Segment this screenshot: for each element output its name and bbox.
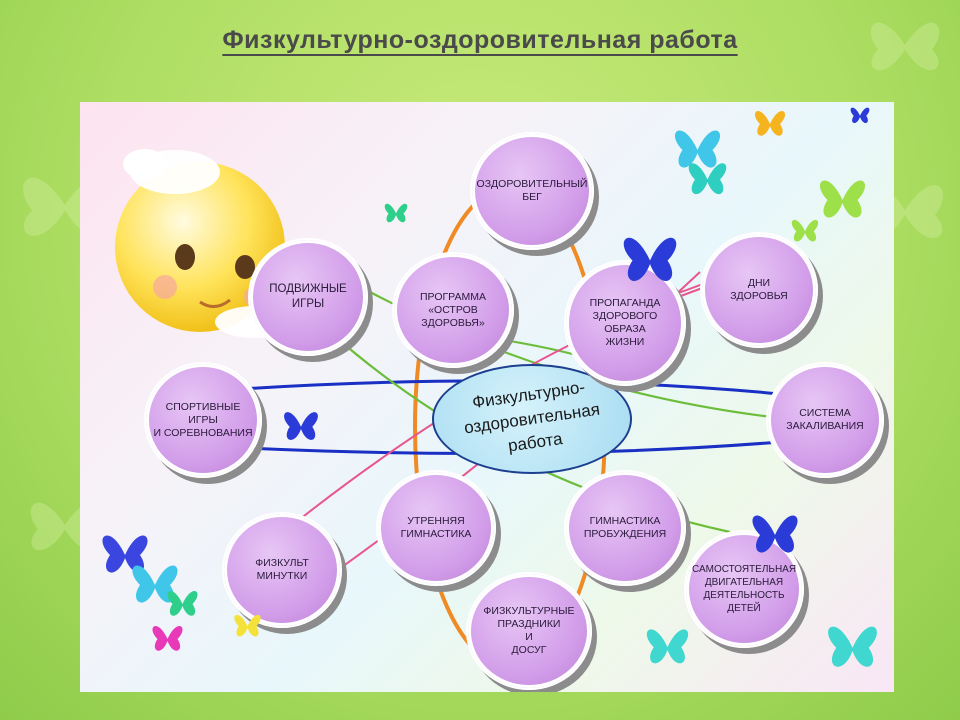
butterfly-icon: [132, 565, 178, 603]
butterfly-icon: [754, 110, 786, 136]
node-label: ФИЗКУЛЬТ МИНУТКИ: [255, 557, 309, 582]
node-label: САМОСТОЯТЕЛЬНАЯ ДВИГАТЕЛЬНАЯ ДЕЯТЕЛЬНОСТ…: [691, 564, 797, 614]
node-label: ФИЗКУЛЬТУРНЫЕ ПРАЗДНИКИ И ДОСУГ: [483, 605, 575, 656]
node-propaganda: ПРОПАГАНДА ЗДОРОВОГО ОБРАЗА ЖИЗНИ: [564, 260, 686, 386]
butterfly-icon: [688, 163, 727, 195]
butterfly-icon: [674, 130, 721, 168]
background-butterfly-icon: [870, 22, 940, 71]
node-label: ПРОПАГАНДА ЗДОРОВОГО ОБРАЗА ЖИЗНИ: [589, 297, 661, 348]
node-label: ОЗДОРОВИТЕЛЬНЫЙ БЕГ: [476, 178, 588, 203]
node-label: СПОРТИВНЫЕ ИГРЫ И СОРЕВНОВАНИЯ: [153, 400, 253, 439]
center-node: Физкультурно-оздоровительная работа: [432, 364, 632, 474]
butterfly-icon: [234, 614, 261, 637]
butterfly-icon: [102, 535, 148, 573]
node-sistema-zakalivaniya: СИСТЕМА ЗАКАЛИВАНИЯ: [766, 362, 884, 478]
node-podvizhnye-igry: ПОДВИЖНЫЕ ИГРЫ: [248, 238, 368, 356]
node-label: СИСТЕМА ЗАКАЛИВАНИЯ: [786, 407, 864, 432]
node-label: ДНИ ЗДОРОВЬЯ: [730, 277, 788, 302]
node-label: ПОДВИЖНЫЕ ИГРЫ: [269, 283, 347, 310]
node-dni-zdorovya: ДНИ ЗДОРОВЬЯ: [700, 232, 818, 348]
node-programma: ПРОГРАММА «ОСТРОВ ЗДОРОВЬЯ»: [392, 252, 514, 368]
node-gimnastika-probuzhdeniya: ГИМНАСТИКА ПРОБУЖДЕНИЯ: [564, 470, 686, 586]
node-label: ГИМНАСТИКА ПРОБУЖДЕНИЯ: [583, 515, 667, 540]
butterfly-icon: [850, 107, 870, 124]
node-label: ПРОГРАММА «ОСТРОВ ЗДОРОВЬЯ»: [420, 290, 486, 329]
node-ozdorovitelny-beg: ОЗДОРОВИТЕЛЬНЫЙ БЕГ: [470, 132, 594, 250]
butterfly-icon: [819, 180, 866, 218]
butterfly-icon: [384, 203, 408, 223]
butterfly-icon: [284, 412, 318, 440]
butterfly-icon: [167, 590, 198, 616]
diagram-panel: Физкультурно-оздоровительная работа ОЗДО…: [80, 102, 894, 692]
butterfly-icon: [623, 237, 677, 281]
butterfly-icon: [152, 625, 183, 651]
butterfly-icon: [828, 626, 877, 667]
page-title: Физкультурно-оздоровительная работа: [222, 26, 738, 54]
node-fizkulturnye-prazdniki: ФИЗКУЛЬТУРНЫЕ ПРАЗДНИКИ И ДОСУГ: [466, 572, 592, 690]
butterfly-icon: [791, 219, 819, 242]
node-sportivnye-igry: СПОРТИВНЫЕ ИГРЫ И СОРЕВНОВАНИЯ: [144, 362, 262, 478]
node-utrennyaya-gimnastika: УТРЕННЯЯ ГИМНАСТИКА: [376, 470, 496, 586]
butterfly-icon: [752, 515, 798, 553]
node-label: УТРЕННЯЯ ГИМНАСТИКА: [400, 515, 472, 540]
center-label: Физкультурно-оздоровительная работа: [462, 377, 601, 456]
butterfly-icon: [646, 629, 689, 664]
node-fizkultminutki: ФИЗКУЛЬТ МИНУТКИ: [222, 512, 342, 628]
